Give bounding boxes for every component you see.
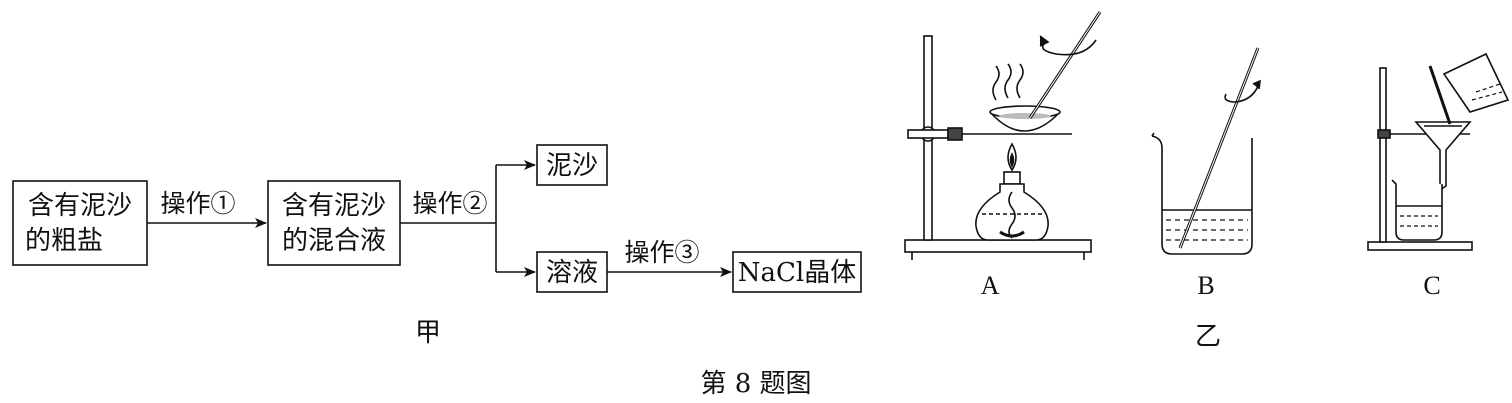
stand-rod-c [1379, 67, 1387, 243]
apparatus-c-filtration [1367, 52, 1510, 251]
stir-arrow-a [1041, 39, 1097, 56]
box-raw-salt-line2: 的粗盐 [25, 226, 103, 256]
stand-base [904, 239, 1092, 253]
box-mixture-line2: 的混合液 [282, 226, 386, 256]
figure-caption: 第 8 题图 [700, 369, 811, 399]
label-c: C [1423, 271, 1440, 300]
glass-rod-c [1428, 65, 1452, 125]
label-b: B [1197, 271, 1214, 300]
lamp-wick-holder [1003, 171, 1021, 185]
flowchart [12, 144, 862, 293]
alcohol-lamp [975, 183, 1049, 241]
label-a: A [981, 271, 1000, 300]
funnel [1414, 121, 1472, 192]
stir-arrow-b [1224, 85, 1259, 103]
caption-yi: 乙 [1195, 322, 1221, 352]
op3-label: 操作③ [624, 238, 699, 267]
pouring-beaker [1442, 52, 1510, 113]
op1-label: 操作① [160, 189, 235, 218]
stand-base-c [1367, 241, 1473, 251]
apparatus-a-evaporation [904, 11, 1102, 260]
caption-jia: 甲 [415, 318, 441, 348]
box-raw-salt-line1: 含有泥沙 [28, 191, 132, 221]
apparatus-text: A B C 乙 [981, 271, 1441, 352]
steam [992, 65, 1000, 101]
box-sediment [536, 144, 608, 186]
flowchart-text: 含有泥沙 的粗盐 含有泥沙 的混合液 泥沙 溶液 NaCl晶体 操作① 操作② … [25, 151, 856, 348]
box-sediment-label: 泥沙 [546, 151, 598, 181]
receiving-beaker [1391, 179, 1443, 241]
apparatus-b-dissolving [1151, 47, 1261, 255]
box-solution-label: 溶液 [546, 258, 598, 288]
box-crystal-label: NaCl晶体 [738, 258, 856, 288]
op2-label: 操作② [412, 189, 487, 218]
box-crystal [732, 251, 862, 293]
box-mixture-line1: 含有泥沙 [282, 191, 386, 221]
